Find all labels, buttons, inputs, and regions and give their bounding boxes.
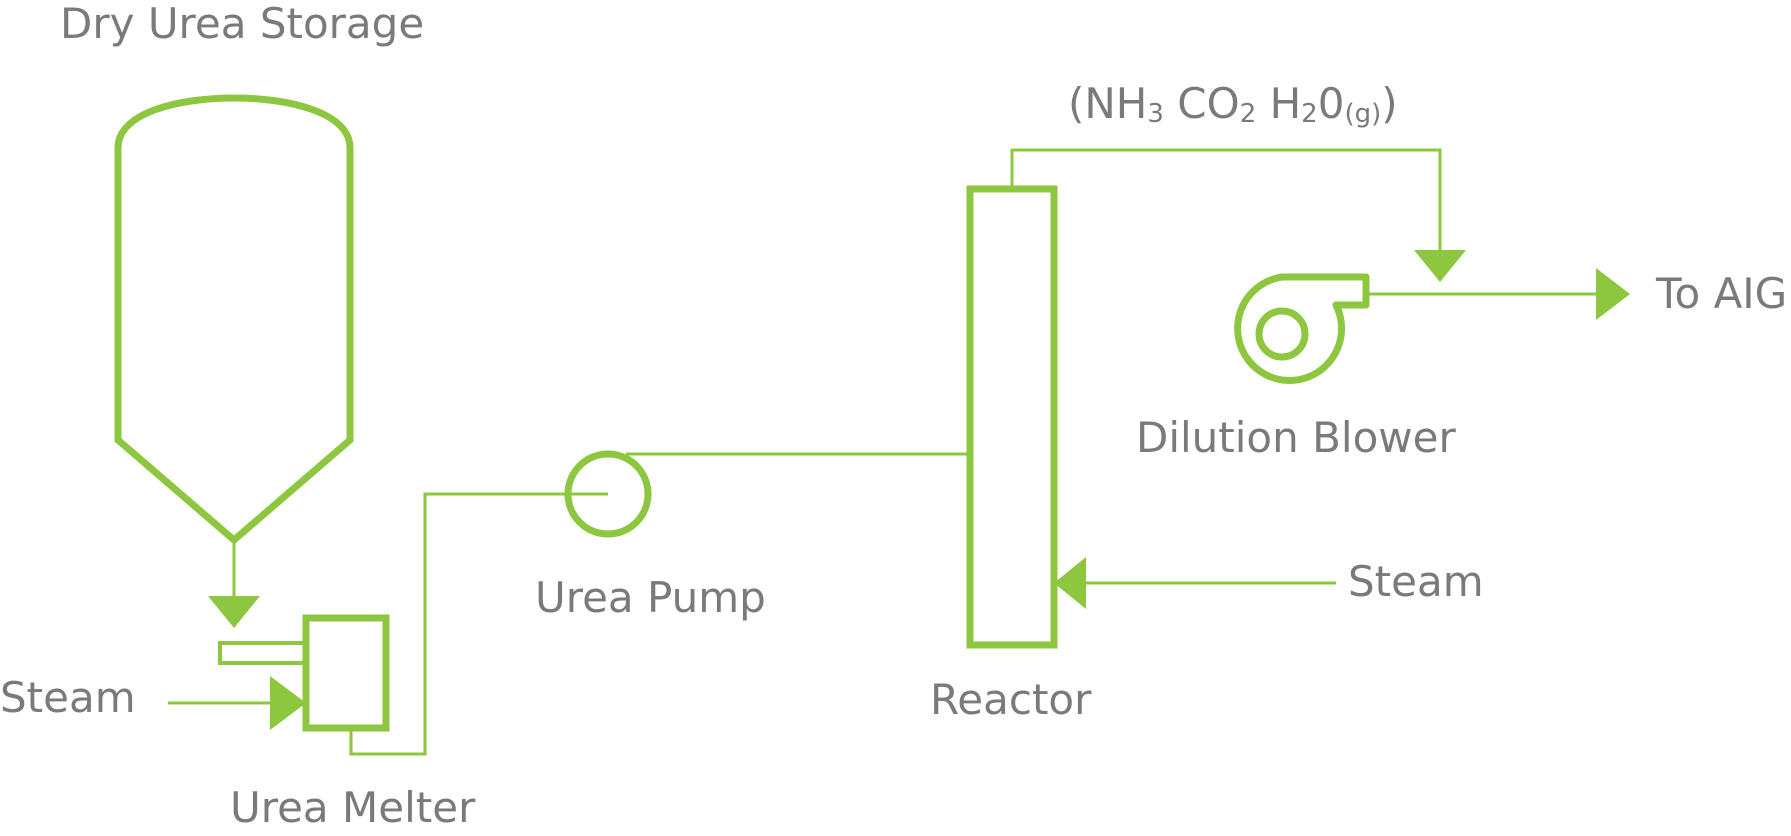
formula-co-sub: 2 bbox=[1240, 99, 1257, 129]
formula-close: ) bbox=[1381, 79, 1397, 128]
gas-to-blower-arrow bbox=[1414, 250, 1466, 282]
label-dilution-blower: Dilution Blower bbox=[1136, 413, 1456, 462]
formula-co: CO bbox=[1164, 79, 1240, 128]
label-steam-right: Steam bbox=[1348, 557, 1484, 606]
reactor bbox=[966, 185, 1058, 649]
label-reactor: Reactor bbox=[930, 675, 1092, 724]
label-urea-melter: Urea Melter bbox=[230, 783, 476, 832]
to-aig-arrow bbox=[1596, 268, 1630, 320]
dilution-blower bbox=[1234, 273, 1370, 384]
formula-nh: NH bbox=[1084, 79, 1147, 128]
label-gas-composition: (NH3 CO2 H20(g)) bbox=[1068, 79, 1398, 129]
urea-melter bbox=[302, 614, 390, 732]
reactor-gas-line bbox=[1010, 148, 1442, 252]
melter-nozzle bbox=[218, 641, 308, 665]
formula-open: ( bbox=[1068, 79, 1084, 128]
label-steam-left: Steam bbox=[0, 673, 136, 722]
formula-h: H bbox=[1256, 79, 1301, 128]
formula-phase: (g) bbox=[1344, 99, 1381, 129]
formula-o: 0 bbox=[1318, 79, 1345, 128]
blower-impeller bbox=[1255, 307, 1309, 361]
formula-h-sub: 2 bbox=[1301, 99, 1318, 129]
label-urea-pump: Urea Pump bbox=[535, 573, 766, 622]
label-dry-urea-storage: Dry Urea Storage bbox=[60, 0, 424, 48]
label-to-aig: To AIG bbox=[1655, 269, 1787, 318]
steam-reactor-arrow bbox=[1054, 557, 1086, 609]
urea-pump bbox=[564, 450, 652, 538]
melter-pump-line bbox=[349, 492, 608, 756]
silo-feed-arrow bbox=[208, 596, 260, 628]
storage-silo bbox=[114, 94, 354, 545]
formula-nh-sub: 3 bbox=[1147, 99, 1164, 129]
steam-melter-arrow bbox=[270, 676, 306, 730]
